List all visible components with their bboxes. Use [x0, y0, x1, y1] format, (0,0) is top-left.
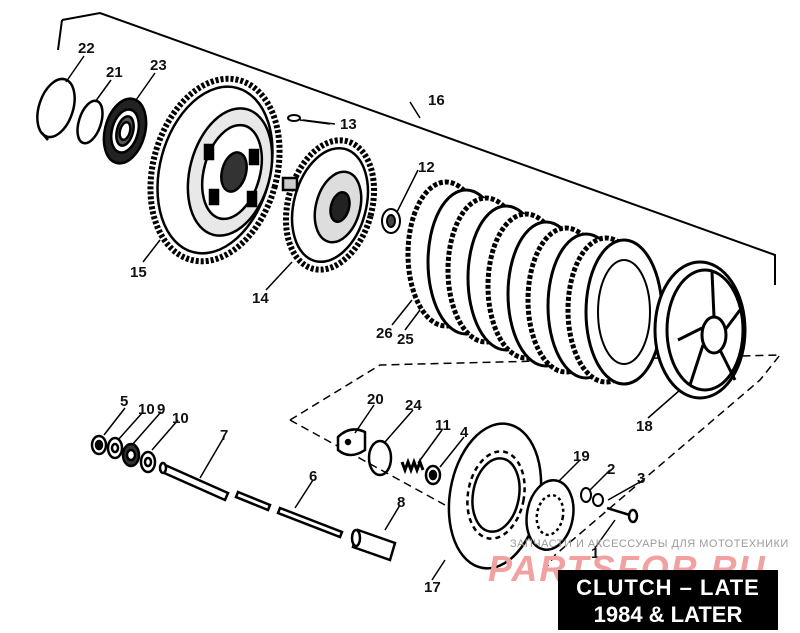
callout-18: 18	[636, 418, 653, 435]
title-line-2: 1984 & LATER	[593, 602, 743, 627]
assembly-bracket-16	[57, 11, 776, 285]
retaining-ring-22	[36, 77, 76, 141]
washer-10a	[106, 436, 124, 460]
pushrod-6	[234, 490, 344, 539]
pressure-plate-18	[653, 260, 747, 400]
dashed-region-lower	[289, 354, 782, 571]
callout-22: 22	[78, 40, 95, 57]
adjusting-screw-8	[350, 528, 397, 562]
pushrod-7	[158, 461, 230, 502]
callout-17: 17	[424, 579, 441, 596]
nut-5	[90, 434, 108, 456]
callout-2: 2	[607, 461, 615, 478]
callout-26: 26	[376, 325, 393, 342]
callout-11: 11	[435, 417, 451, 434]
clutch-hub-14	[281, 137, 378, 273]
retaining-ring-24	[367, 439, 393, 477]
callout-21: 21	[106, 64, 123, 81]
callout-7: 7	[220, 427, 228, 444]
callout-25: 25	[397, 331, 414, 348]
callout-15: 15	[130, 264, 147, 281]
callout-13: 13	[340, 116, 357, 133]
washer-2	[580, 487, 592, 503]
bearing-9	[121, 442, 141, 468]
watermark-caption: ЗАПЧАСТИ И АКСЕССУАРЫ ДЛЯ МОТОТЕХНИКИ	[510, 538, 789, 550]
snap-ring-21	[76, 99, 104, 145]
clutch-shell-15	[147, 75, 283, 265]
callout-23: 23	[150, 57, 167, 74]
washer-10b	[139, 450, 157, 474]
callout-1: 1	[591, 545, 599, 562]
callout-12: 12	[418, 159, 435, 176]
callout-10-left: 10	[138, 401, 155, 418]
spring-seat-19	[525, 479, 575, 551]
callout-20: 20	[367, 391, 384, 408]
nut-12	[381, 208, 401, 234]
callout-16: 16	[428, 92, 445, 109]
spring-11	[400, 457, 425, 475]
callout-labels: 22 21 23 16 13 12 15 14 26 25 18 5 10 9 …	[78, 40, 653, 596]
callout-24: 24	[405, 397, 422, 414]
callout-19: 19	[573, 448, 590, 465]
title-line-1: CLUTCH – LATE	[576, 575, 760, 600]
callout-4: 4	[460, 424, 469, 441]
bearing-23	[102, 97, 148, 165]
callout-8: 8	[397, 494, 405, 511]
nut-3	[592, 493, 604, 507]
leader-lines	[65, 55, 681, 581]
lockplate-20	[336, 428, 367, 457]
clutch-plate-stack-25-26	[405, 179, 664, 386]
callout-9: 9	[157, 401, 165, 418]
callout-6: 6	[309, 468, 317, 485]
callout-3: 3	[637, 470, 645, 487]
nut-4	[424, 464, 442, 486]
bolt-1	[606, 506, 639, 524]
callout-10-right: 10	[172, 410, 189, 427]
callout-14: 14	[252, 290, 269, 307]
diagram-title-box: CLUTCH – LATE 1984 & LATER	[558, 570, 778, 630]
callout-5: 5	[120, 393, 128, 410]
